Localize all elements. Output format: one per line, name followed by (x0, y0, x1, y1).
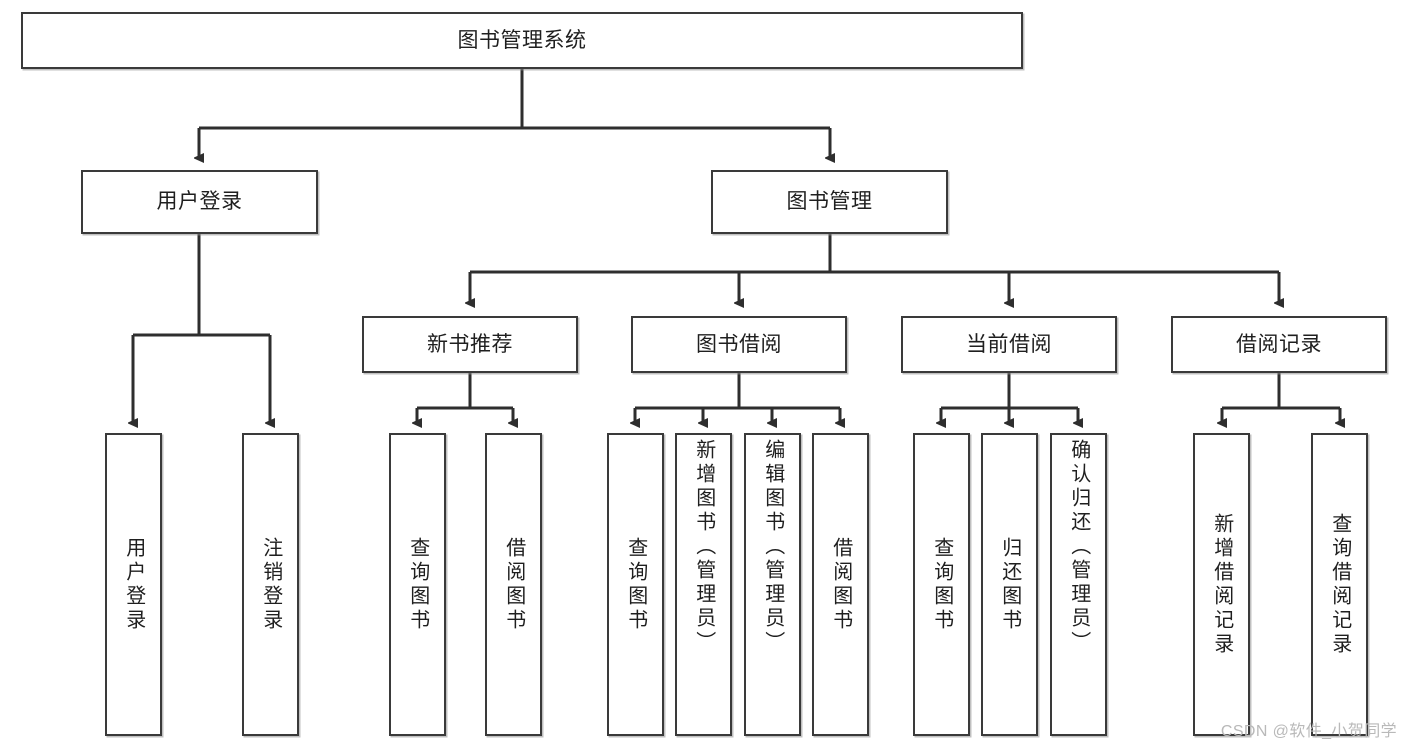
node-book-borrow[interactable]: 图书借阅 (631, 316, 847, 373)
node-label: 借阅记录 (1236, 332, 1322, 356)
leaf-borrow-record-query[interactable]: 查询借阅记录 (1311, 433, 1368, 736)
node-label: 确认归还（管理员） (1067, 439, 1090, 655)
leaf-current-borrow-confirm[interactable]: 确认归还（管理员） (1050, 433, 1107, 736)
node-user-login[interactable]: 用户登录 (81, 170, 318, 234)
leaf-new-book-query[interactable]: 查询图书 (389, 433, 446, 736)
node-label: 新增借阅记录 (1210, 512, 1233, 657)
node-borrow-record[interactable]: 借阅记录 (1171, 316, 1387, 373)
node-label: 查询图书 (406, 536, 429, 633)
node-label: 借阅图书 (829, 536, 852, 633)
node-label: 用户登录 (156, 190, 243, 214)
node-label: 归还图书 (998, 536, 1021, 633)
node-label: 当前借阅 (966, 332, 1052, 356)
leaf-book-borrow-edit[interactable]: 编辑图书（管理员） (744, 433, 801, 736)
node-book-management[interactable]: 图书管理 (711, 170, 948, 234)
node-new-book-recommend[interactable]: 新书推荐 (362, 316, 578, 373)
node-label: 新书推荐 (427, 332, 513, 356)
node-label: 图书借阅 (696, 332, 782, 356)
leaf-user-login-logout[interactable]: 注销登录 (242, 433, 299, 736)
node-current-borrow[interactable]: 当前借阅 (901, 316, 1117, 373)
leaf-book-borrow-borrow[interactable]: 借阅图书 (812, 433, 869, 736)
node-book-management-system[interactable]: 图书管理系统 (21, 12, 1023, 69)
node-label: 新增图书（管理员） (692, 439, 715, 655)
leaf-current-borrow-return[interactable]: 归还图书 (981, 433, 1038, 736)
node-label: 注销登录 (259, 536, 282, 633)
leaf-user-login-login[interactable]: 用户登录 (105, 433, 162, 736)
node-label: 借阅图书 (502, 536, 525, 633)
leaf-new-book-borrow[interactable]: 借阅图书 (485, 433, 542, 736)
node-label: 图书管理系统 (457, 28, 587, 52)
node-label: 图书管理 (786, 190, 873, 214)
leaf-borrow-record-add[interactable]: 新增借阅记录 (1193, 433, 1250, 736)
node-label: 用户登录 (122, 536, 145, 633)
node-label: 查询图书 (624, 536, 647, 633)
leaf-book-borrow-add[interactable]: 新增图书（管理员） (675, 433, 732, 736)
leaf-current-borrow-query[interactable]: 查询图书 (913, 433, 970, 736)
node-label: 查询借阅记录 (1328, 512, 1351, 657)
leaf-book-borrow-query[interactable]: 查询图书 (607, 433, 664, 736)
node-label: 查询图书 (930, 536, 953, 633)
node-label: 编辑图书（管理员） (761, 439, 784, 655)
